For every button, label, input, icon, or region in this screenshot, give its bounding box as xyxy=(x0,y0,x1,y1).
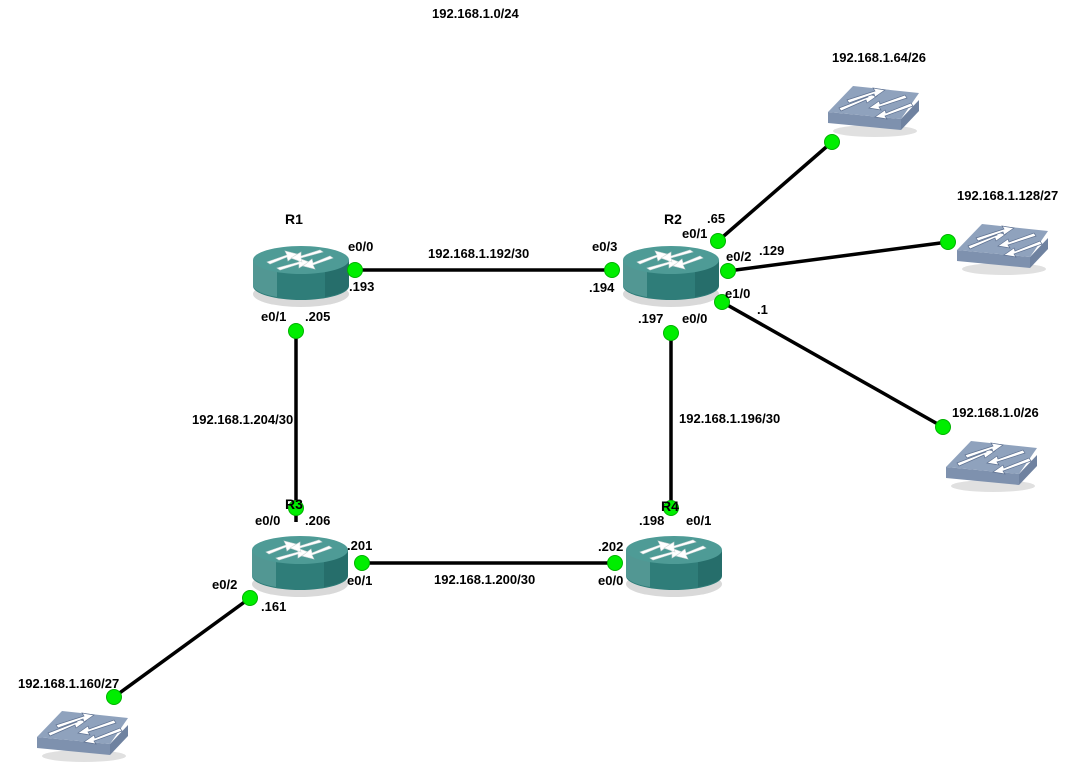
interface-label-r3-e02-ip: .161 xyxy=(261,599,287,614)
router-r4[interactable] xyxy=(620,528,730,607)
interface-label-r2-e01-if: e0/1 xyxy=(682,226,708,241)
interface-label-r2-e00-ip: .197 xyxy=(638,311,664,326)
connector-dot-c-r3-e01[interactable] xyxy=(354,555,370,571)
router-label-r3: R3 xyxy=(285,496,303,512)
switch-icon xyxy=(957,224,1048,275)
network-label-net-196: 192.168.1.196/30 xyxy=(679,411,781,426)
diagram-title: 192.168.1.0/24 xyxy=(432,6,519,21)
connector-dot-c-r2-e00[interactable] xyxy=(663,325,679,341)
interface-label-r1-e00-if: e0/0 xyxy=(348,239,374,254)
interface-label-r2-e10-if: e1/0 xyxy=(725,286,751,301)
interface-label-r1-e00-ip: .193 xyxy=(349,279,375,294)
switch-sw64[interactable] xyxy=(823,78,923,143)
connector-dot-c-sw128[interactable] xyxy=(940,234,956,250)
connector-dot-c-r2-e03[interactable] xyxy=(604,262,620,278)
network-label-net-200: 192.168.1.200/30 xyxy=(434,572,536,587)
router-r2[interactable] xyxy=(617,238,727,317)
interface-label-r4-e01-ip: .198 xyxy=(639,513,665,528)
network-label-net-204: 192.168.1.204/30 xyxy=(192,412,294,427)
interface-label-r3-e01-ip: .201 xyxy=(347,538,373,553)
switch-sw160[interactable] xyxy=(32,703,132,768)
link-r3-sw160[interactable] xyxy=(112,596,252,699)
connector-dot-c-r3-e02[interactable] xyxy=(242,590,258,606)
connector-dot-c-sw64[interactable] xyxy=(824,134,840,150)
switch-icon xyxy=(828,86,919,137)
router-icon xyxy=(253,246,349,307)
connector-dot-c-r2-e02[interactable] xyxy=(720,263,736,279)
connector-dot-c-r4-e00[interactable] xyxy=(607,555,623,571)
network-label-net-192: 192.168.1.192/30 xyxy=(428,246,530,261)
interface-label-r2-e00-if: e0/0 xyxy=(682,311,708,326)
link-r2-sw64[interactable] xyxy=(716,140,834,243)
connector-dot-c-sw0[interactable] xyxy=(935,419,951,435)
interface-label-r3-e01-if: e0/1 xyxy=(347,573,373,588)
router-icon xyxy=(252,536,348,597)
interface-label-r2-e01-ip: .65 xyxy=(707,211,726,226)
link-r2-sw0[interactable] xyxy=(721,300,944,429)
switch-sw0[interactable] xyxy=(941,433,1041,498)
interface-label-r2-e03-if: e0/3 xyxy=(592,239,618,254)
connector-dot-c-r2-e10[interactable] xyxy=(714,294,730,310)
interface-label-r2-e02-ip: .129 xyxy=(759,243,785,258)
connector-dot-c-r1-e00[interactable] xyxy=(347,262,363,278)
connector-dot-c-r4-e01[interactable] xyxy=(663,500,679,516)
connector-dot-c-r3-e00[interactable] xyxy=(288,500,304,516)
switch-icon xyxy=(37,711,128,762)
router-r3[interactable] xyxy=(246,528,356,607)
router-label-r1: R1 xyxy=(285,211,303,227)
switch-label-sw64: 192.168.1.64/26 xyxy=(832,50,926,65)
connector-dot-c-r2-e01[interactable] xyxy=(710,233,726,249)
router-r1[interactable] xyxy=(247,238,357,317)
interface-label-r1-e01-ip: .205 xyxy=(305,309,331,324)
interface-label-r3-e00-if: e0/0 xyxy=(255,513,281,528)
switch-label-sw128: 192.168.1.128/27 xyxy=(957,188,1059,203)
interface-label-r4-e00-ip: .202 xyxy=(598,539,624,554)
switch-label-sw160: 192.168.1.160/27 xyxy=(18,676,120,691)
router-label-r2: R2 xyxy=(664,211,682,227)
interface-label-r2-e02-if: e0/2 xyxy=(726,249,752,264)
switch-icon xyxy=(946,441,1037,492)
interface-label-r4-e01-if: e0/1 xyxy=(686,513,712,528)
interface-label-r3-e00-ip: .206 xyxy=(305,513,331,528)
router-icon xyxy=(626,536,722,597)
switch-label-sw0: 192.168.1.0/26 xyxy=(952,405,1039,420)
interface-label-r4-e00-if: e0/0 xyxy=(598,573,624,588)
switch-sw128[interactable] xyxy=(952,216,1052,281)
router-label-r4: R4 xyxy=(661,498,679,514)
interface-label-r3-e02-if: e0/2 xyxy=(212,577,238,592)
connector-dot-c-r1-e01[interactable] xyxy=(288,323,304,339)
router-icon xyxy=(623,246,719,307)
interface-label-r2-e03-ip: .194 xyxy=(589,280,615,295)
interface-label-r1-e01-if: e0/1 xyxy=(261,309,287,324)
interface-label-r2-e10-ip: .1 xyxy=(757,302,768,317)
link-r2-sw128[interactable] xyxy=(727,240,949,273)
connector-dot-c-sw160[interactable] xyxy=(106,689,122,705)
